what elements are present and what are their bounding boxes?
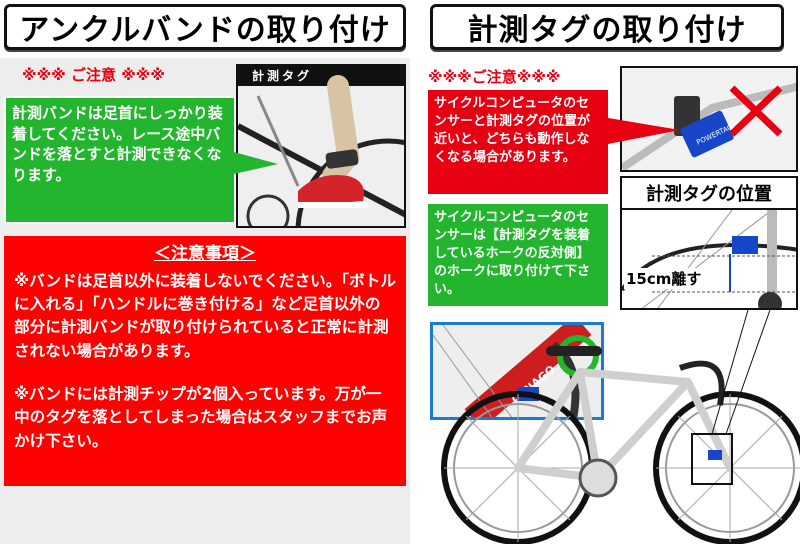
right-title: 計測タグの取り付け (430, 4, 784, 50)
left-caution: ※※※ ご注意 ※※※ (22, 66, 165, 84)
right-green-note: サイクルコンピュータのセンサーは【計測タグを装着しているホークの反対側】のホーク… (426, 202, 610, 308)
notice-paragraph-2: ※バンドには計測チップが2個入っています。万が一中のタグを落としてしまった場合は… (14, 385, 388, 450)
ankle-photo-label: 計測タグ (252, 69, 313, 83)
left-title: アンクルバンドの取り付け (4, 4, 406, 50)
notice-paragraph-1: ※バンドは足首以外に装着しないでください。「ボトルに入れる」「ハンドルに巻き付け… (14, 271, 396, 360)
left-title-text: アンクルバンドの取り付け (19, 13, 391, 48)
tag-position-panel: 計測タグの位置 15cm離す (620, 176, 798, 310)
right-red-note: サイクルコンピュータのセンサーと計測タグの位置が近いと、どちらも動作しなくなる場… (426, 88, 610, 196)
red-pointer-arrow (608, 118, 680, 144)
sensor-conflict-illustration: POWERTAG (622, 82, 796, 170)
left-green-note: 計測バンドは足首にしっかり装着してください。レース途中バンドを落とすと計測できな… (4, 96, 236, 224)
tag-position-label: 計測タグの位置 (622, 178, 796, 210)
right-caution: ※※※ご注意※※※ (428, 68, 561, 86)
right-title-text: 計測タグの取り付け (467, 13, 747, 48)
bicycle-illustration (441, 310, 800, 544)
distance-label: 15cm離す (624, 268, 704, 289)
right-red-note-text: サイクルコンピュータのセンサーと計測タグの位置が近いと、どちらも動作しなくなる場… (434, 96, 591, 165)
left-green-note-text: 計測バンドは足首にしっかり装着してください。レース途中バンドを落とすと計測できな… (12, 104, 223, 185)
tag-position-illustration (622, 209, 796, 308)
notice-heading: ＜注意事項＞ (154, 244, 256, 264)
left-notice-box: ＜注意事項＞ ※バンドは足首以外に装着しないでください。「ボトルに入れる」「ハン… (4, 236, 406, 486)
sensor-conflict-photo: POWERTAG (620, 66, 798, 172)
ankle-illustration (238, 66, 404, 226)
ankle-photo: 計測タグ (236, 64, 406, 228)
left-pointer-arrow (234, 152, 278, 174)
right-green-note-text: サイクルコンピュータのセンサーは【計測タグを装着しているホークの反対側】のホーク… (434, 210, 591, 297)
